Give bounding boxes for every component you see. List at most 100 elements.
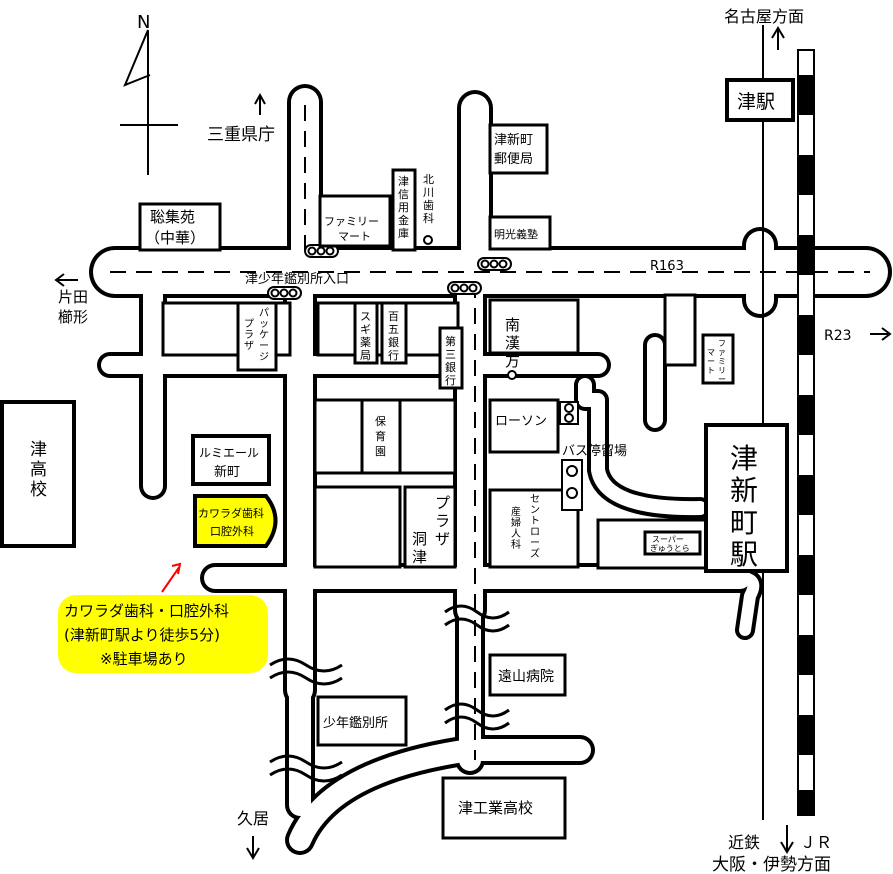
- plaza-char: ラ: [435, 512, 450, 530]
- hoikuen: 保 育 園: [360, 398, 402, 475]
- lumiere-shinmachi: ルミエール 新町: [191, 434, 271, 486]
- traffic-light-icon: [561, 459, 583, 511]
- bank-char: 銀: [388, 335, 399, 349]
- r23-direction: R23: [824, 328, 852, 344]
- plaza-char: ラ: [244, 329, 254, 341]
- north-label: N: [137, 12, 150, 33]
- clinic-char: 人: [511, 528, 521, 540]
- station-char: 津: [730, 442, 758, 475]
- road-network: [89, 84, 892, 855]
- lawson: ローソン: [488, 398, 560, 454]
- post-office-label: 津新町: [494, 132, 533, 148]
- bank-char: 行: [388, 349, 399, 362]
- kintetsu-label: 近鉄: [728, 833, 760, 852]
- lumiere-label: 新町: [214, 464, 240, 480]
- school-char: 津: [30, 440, 47, 460]
- traffic-light-icon: [447, 281, 482, 295]
- r163-label: R163: [650, 259, 684, 274]
- shonen-kanbetsu-building: 少年鑑別所: [316, 695, 408, 747]
- pointer-arrow-icon: [161, 562, 182, 593]
- chinese-label: （中華）: [145, 229, 205, 247]
- direction-labels: 名古屋方面 三重県庁 片田 櫛形 R23 久居 近鉄 ＪＲ 大阪・伊勢方面: [54, 7, 892, 874]
- central-rose-clinic: セ ン ト ロ ー ズ 産 婦 人 科: [511, 493, 540, 560]
- lumiere-label: ルミエール: [199, 446, 259, 460]
- clinic-char: ー: [530, 538, 540, 549]
- nursery-char: 園: [375, 445, 386, 458]
- kawarada-dental-clinic: カワラダ歯科 口腔外科: [193, 494, 278, 548]
- dotsu-char: 洞: [412, 530, 427, 548]
- dental-char: 川: [423, 186, 434, 199]
- arrow-up-icon: [771, 26, 785, 50]
- station-char: 町: [730, 506, 758, 539]
- tsushinmachi-station: 津 新 町 駅: [704, 423, 789, 573]
- bank-char: 行: [445, 374, 456, 387]
- family-mart-label: マート: [338, 230, 371, 243]
- landmark-dot-icon: [423, 235, 433, 245]
- package-char: ケ: [259, 329, 269, 341]
- family-mart-char: リ: [718, 366, 726, 375]
- map-break-marks: [269, 604, 510, 783]
- shushuen-restaurant: 聡集苑 （中華）: [138, 202, 222, 252]
- meiko-gijuku: 明光義塾: [488, 215, 552, 251]
- station-char: 新: [730, 474, 758, 507]
- clinic-char: ン: [530, 505, 540, 516]
- school-char: 校: [30, 480, 47, 500]
- family-mart-char: ァ: [718, 348, 726, 357]
- plaza-char: ザ: [435, 530, 450, 548]
- kitagawa-dental: 北 川 歯 科: [423, 173, 434, 245]
- bank-char: 金: [398, 213, 409, 227]
- bank-char: 庫: [398, 226, 409, 240]
- jr-label: ＪＲ: [800, 833, 832, 852]
- clinic-char: ズ: [530, 547, 540, 560]
- nursery-char: 育: [375, 429, 386, 443]
- landmark-dot-icon: [507, 370, 517, 380]
- hyakugo-bank: 百 五 銀 行: [380, 301, 408, 365]
- station-char: 駅: [730, 538, 758, 571]
- hisai-direction: 久居: [237, 809, 269, 828]
- traffic-signals: [267, 244, 583, 511]
- arrow-down-icon: [246, 836, 260, 860]
- mie-prefecture-direction: 三重県庁: [207, 125, 275, 145]
- plaza-char: プ: [244, 318, 254, 330]
- traffic-light-icon: [267, 286, 302, 300]
- clinic-char: 産: [511, 505, 521, 518]
- gyutora-label: ぎゅうとら: [650, 543, 690, 553]
- hospital-label: 遠山病院: [498, 669, 554, 685]
- traffic-light-icon: [559, 401, 579, 425]
- super-label: スーパー: [652, 535, 684, 544]
- clinic-char: セ: [530, 493, 540, 505]
- bank-char: 銀: [445, 360, 456, 374]
- osaka-ise-direction: 大阪・伊勢方面: [712, 855, 831, 874]
- clinic-dept: 口腔外科: [210, 524, 254, 538]
- post-office-label: 郵便局: [494, 152, 533, 167]
- package-char: ジ: [259, 352, 269, 363]
- dotsu-char: 津: [412, 548, 427, 566]
- family-mart-char: ミ: [718, 357, 726, 366]
- plaza-char: ザ: [244, 340, 254, 352]
- family-mart-label: ファミリー: [324, 215, 379, 228]
- tsu-kogyo-high-school: 津工業高校: [441, 776, 567, 840]
- nankanpo-char: 漢: [505, 334, 520, 352]
- toyama-hospital: 遠山病院: [488, 653, 567, 697]
- bank-char: 五: [388, 323, 399, 336]
- dental-char: 科: [423, 211, 434, 225]
- post-office: 津新町 郵便局: [488, 123, 549, 175]
- nankanpo-char: 方: [505, 352, 520, 370]
- bank-char: 三: [445, 348, 456, 361]
- bank-char: 百: [388, 310, 399, 323]
- pharmacy-char: ス: [360, 310, 371, 323]
- family-mart-char: ト: [707, 366, 715, 375]
- nagoya-direction: 名古屋方面: [724, 7, 804, 26]
- family-mart-east: フ ァ ミ リ ー マ ー ト: [701, 333, 735, 385]
- bank-char: 第: [445, 334, 456, 348]
- school-label: 津工業高校: [458, 799, 533, 817]
- arrow-up-icon: [254, 92, 266, 115]
- bank-char: 信: [398, 188, 409, 201]
- shonen-entrance-label: 津少年鑑別所入口: [245, 271, 349, 287]
- bank-char: 津: [398, 175, 409, 188]
- daisan-bank: 第 三 銀 行: [438, 326, 464, 390]
- nursery-char: 保: [375, 414, 386, 428]
- north-compass: N: [120, 12, 178, 175]
- package-char: パ: [259, 307, 269, 319]
